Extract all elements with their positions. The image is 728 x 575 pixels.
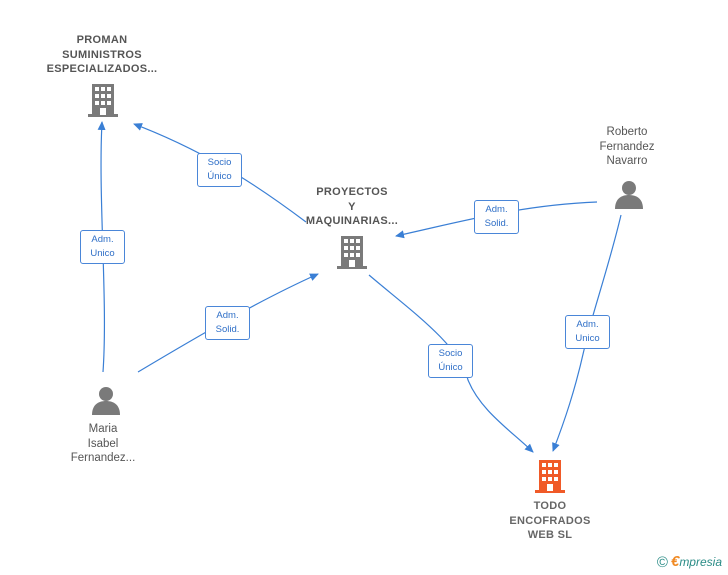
person-icon[interactable] <box>615 181 643 209</box>
edge-roberto-todo <box>552 214 622 452</box>
node-label-roberto[interactable]: Roberto Fernandez Navarro <box>599 126 655 167</box>
edge-label-maria-proyectos: Adm. Solid. <box>205 306 250 340</box>
empresia-brand: ©€mpresia <box>657 553 722 571</box>
edge-label-proyectos-proman: Socio Único <box>197 153 242 187</box>
node-label-todo[interactable]: TODO ENCOFRADOS WEB SL <box>509 500 591 541</box>
node-label-maria[interactable]: Maria Isabel Fernandez... <box>70 423 136 464</box>
building-icon[interactable] <box>535 460 565 493</box>
copyright-icon: © <box>656 554 668 571</box>
node-label-proman[interactable]: PROMAN SUMINISTROS ESPECIALIZADOS... <box>46 34 158 75</box>
brand-name: mpresia <box>679 555 722 569</box>
edge-label-roberto-proyectos: Adm. Solid. <box>474 200 519 234</box>
edge-label-maria-proman: Adm. Unico <box>80 230 125 264</box>
building-icon[interactable] <box>88 84 118 117</box>
edge-label-roberto-todo: Adm. Unico <box>565 315 610 349</box>
node-label-proyectos[interactable]: PROYECTOS Y MAQUINARIAS... <box>305 186 399 227</box>
person-icon[interactable] <box>92 387 120 415</box>
building-icon[interactable] <box>337 236 367 269</box>
edge-proyectos-todo <box>368 274 534 453</box>
edge-label-proyectos-todo: Socio Único <box>428 344 473 378</box>
brand-initial: € <box>670 553 680 570</box>
